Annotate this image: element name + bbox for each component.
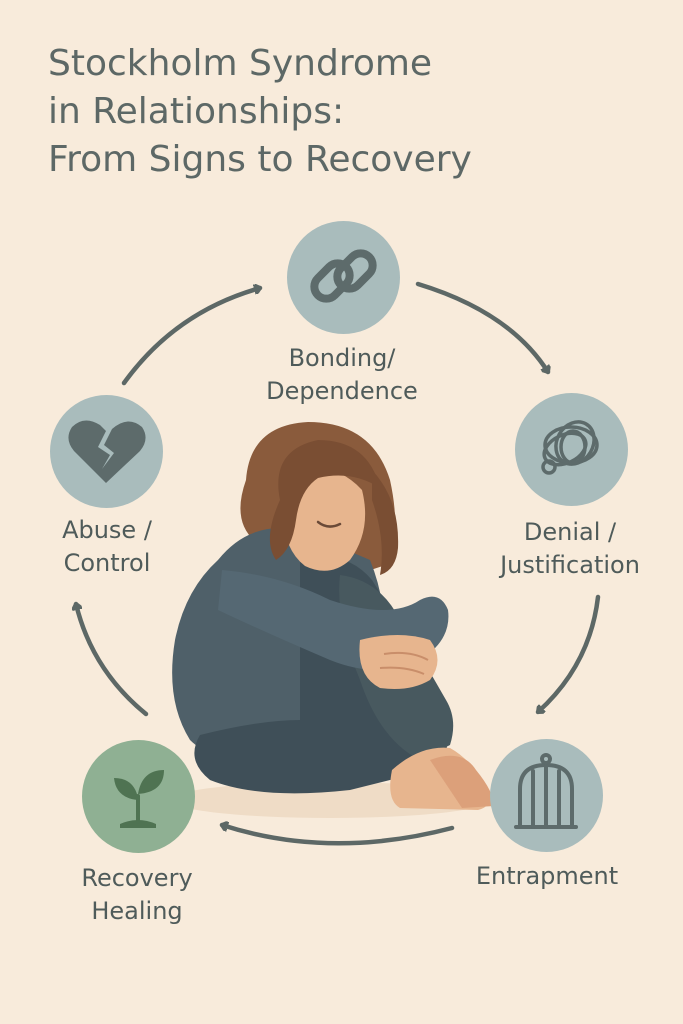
node-bonding xyxy=(287,221,400,334)
arrow-recovery-to-abuse xyxy=(76,601,149,717)
sprout-icon xyxy=(114,770,164,828)
label-entrapment: Entrapment xyxy=(475,862,619,890)
node-denial xyxy=(515,393,628,506)
person-illustration xyxy=(170,422,494,818)
label-bonding: Bonding/ Dependence xyxy=(266,344,418,405)
title-line-2: in Relationships: xyxy=(48,91,345,132)
title-line-3: From Signs to Recovery xyxy=(48,139,472,180)
node-abuse xyxy=(50,395,163,508)
arrow-bonding-to-denial xyxy=(415,281,548,375)
broken-heart-icon xyxy=(68,420,146,483)
tangled-scribble-icon xyxy=(541,420,599,475)
label-denial: Denial / Justification xyxy=(500,518,640,579)
page-title: Stockholm Syndrome in Relationships: Fro… xyxy=(48,40,648,184)
label-recovery: Recovery Healing xyxy=(81,864,193,925)
arrow-denial-to-entrapment xyxy=(535,594,601,715)
arrow-entrapment-to-recovery xyxy=(219,825,455,846)
node-entrapment xyxy=(490,739,603,852)
birdcage-icon xyxy=(514,753,578,829)
title-line-1: Stockholm Syndrome xyxy=(48,43,433,84)
label-abuse: Abuse / Control xyxy=(62,516,152,577)
node-recovery xyxy=(82,740,195,853)
chain-link-icon xyxy=(310,249,377,303)
arrow-abuse-to-bonding xyxy=(121,288,263,386)
